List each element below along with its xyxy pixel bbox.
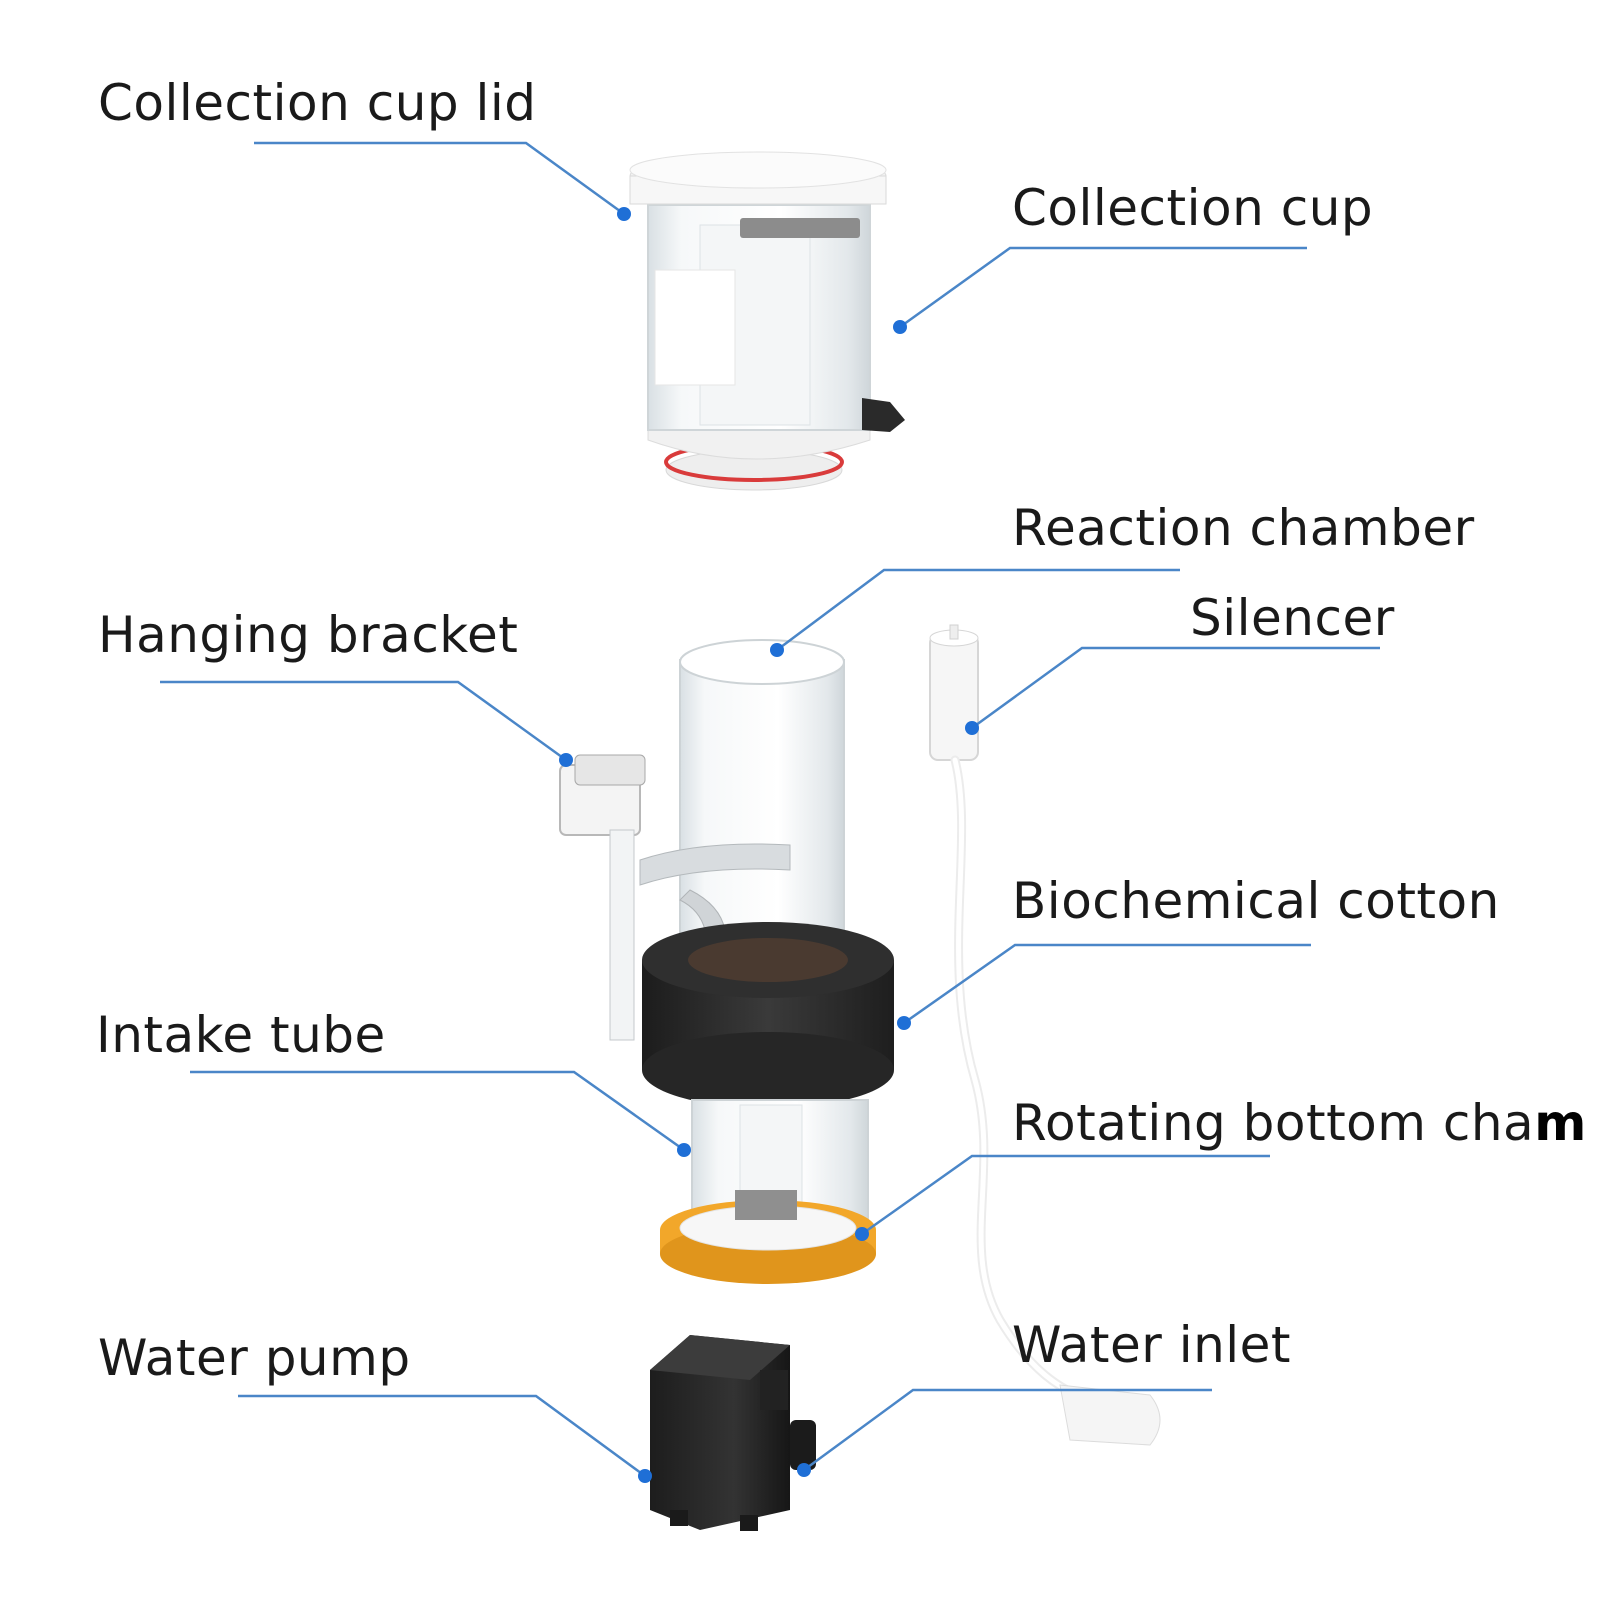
label-hanging-bracket: Hanging bracket <box>98 606 519 664</box>
dot-water-pump <box>638 1469 652 1483</box>
biochemical-cotton-part <box>642 922 894 1108</box>
rotating-bottom-chamber-part <box>660 1099 876 1284</box>
leader-lines <box>160 141 1380 1478</box>
leader-line-hanging-bracket <box>160 680 567 762</box>
leader-line-water-inlet <box>803 1388 1212 1472</box>
label-biochemical-cotton: Biochemical cotton <box>1012 872 1500 930</box>
leader-dots <box>559 207 979 1483</box>
label-intake-tube: Intake tube <box>96 1006 386 1064</box>
dot-biochemical-cotton <box>897 1016 911 1030</box>
dot-silencer <box>965 721 979 735</box>
leader-line-collection-cup <box>899 246 1307 329</box>
dot-hanging-bracket <box>559 753 573 767</box>
leader-line-intake-tube <box>190 1070 685 1152</box>
label-water-inlet: Water inlet <box>1012 1316 1292 1374</box>
leader-line-biochemical-cotton <box>903 943 1311 1025</box>
leader-line-rotating-bottom-chamber <box>861 1154 1270 1236</box>
leader-line-reaction-chamber <box>776 568 1180 652</box>
reaction-chamber-part <box>679 639 845 971</box>
water-pump-part <box>650 1335 816 1531</box>
label-rotating-bottom-chamber-text: Rotating bottom cha <box>1012 1094 1535 1152</box>
dot-water-inlet <box>797 1463 811 1477</box>
label-collection-cup: Collection cup <box>1012 179 1374 237</box>
label-reaction-chamber: Reaction chamber <box>1012 499 1475 557</box>
dot-collection-cup-lid <box>617 207 631 221</box>
label-silencer: Silencer <box>1190 589 1395 647</box>
hanging-bracket-part <box>559 754 791 1041</box>
collection-cup-part <box>629 151 905 491</box>
leader-line-water-pump <box>238 1394 646 1478</box>
leader-line-silencer <box>971 646 1380 730</box>
label-rotating-bottom-chamber: Rotating bottom cham <box>1012 1098 1587 1148</box>
label-water-pump: Water pump <box>98 1329 411 1387</box>
label-collection-cup-lid: Collection cup lid <box>98 74 537 132</box>
dot-rotating-bottom-chamber <box>855 1227 869 1241</box>
dot-collection-cup <box>893 320 907 334</box>
label-rotating-bottom-chamber-tail: m <box>1534 1094 1587 1152</box>
dot-reaction-chamber <box>770 643 784 657</box>
leader-line-collection-cup-lid <box>254 141 625 216</box>
dot-intake-tube <box>677 1143 691 1157</box>
